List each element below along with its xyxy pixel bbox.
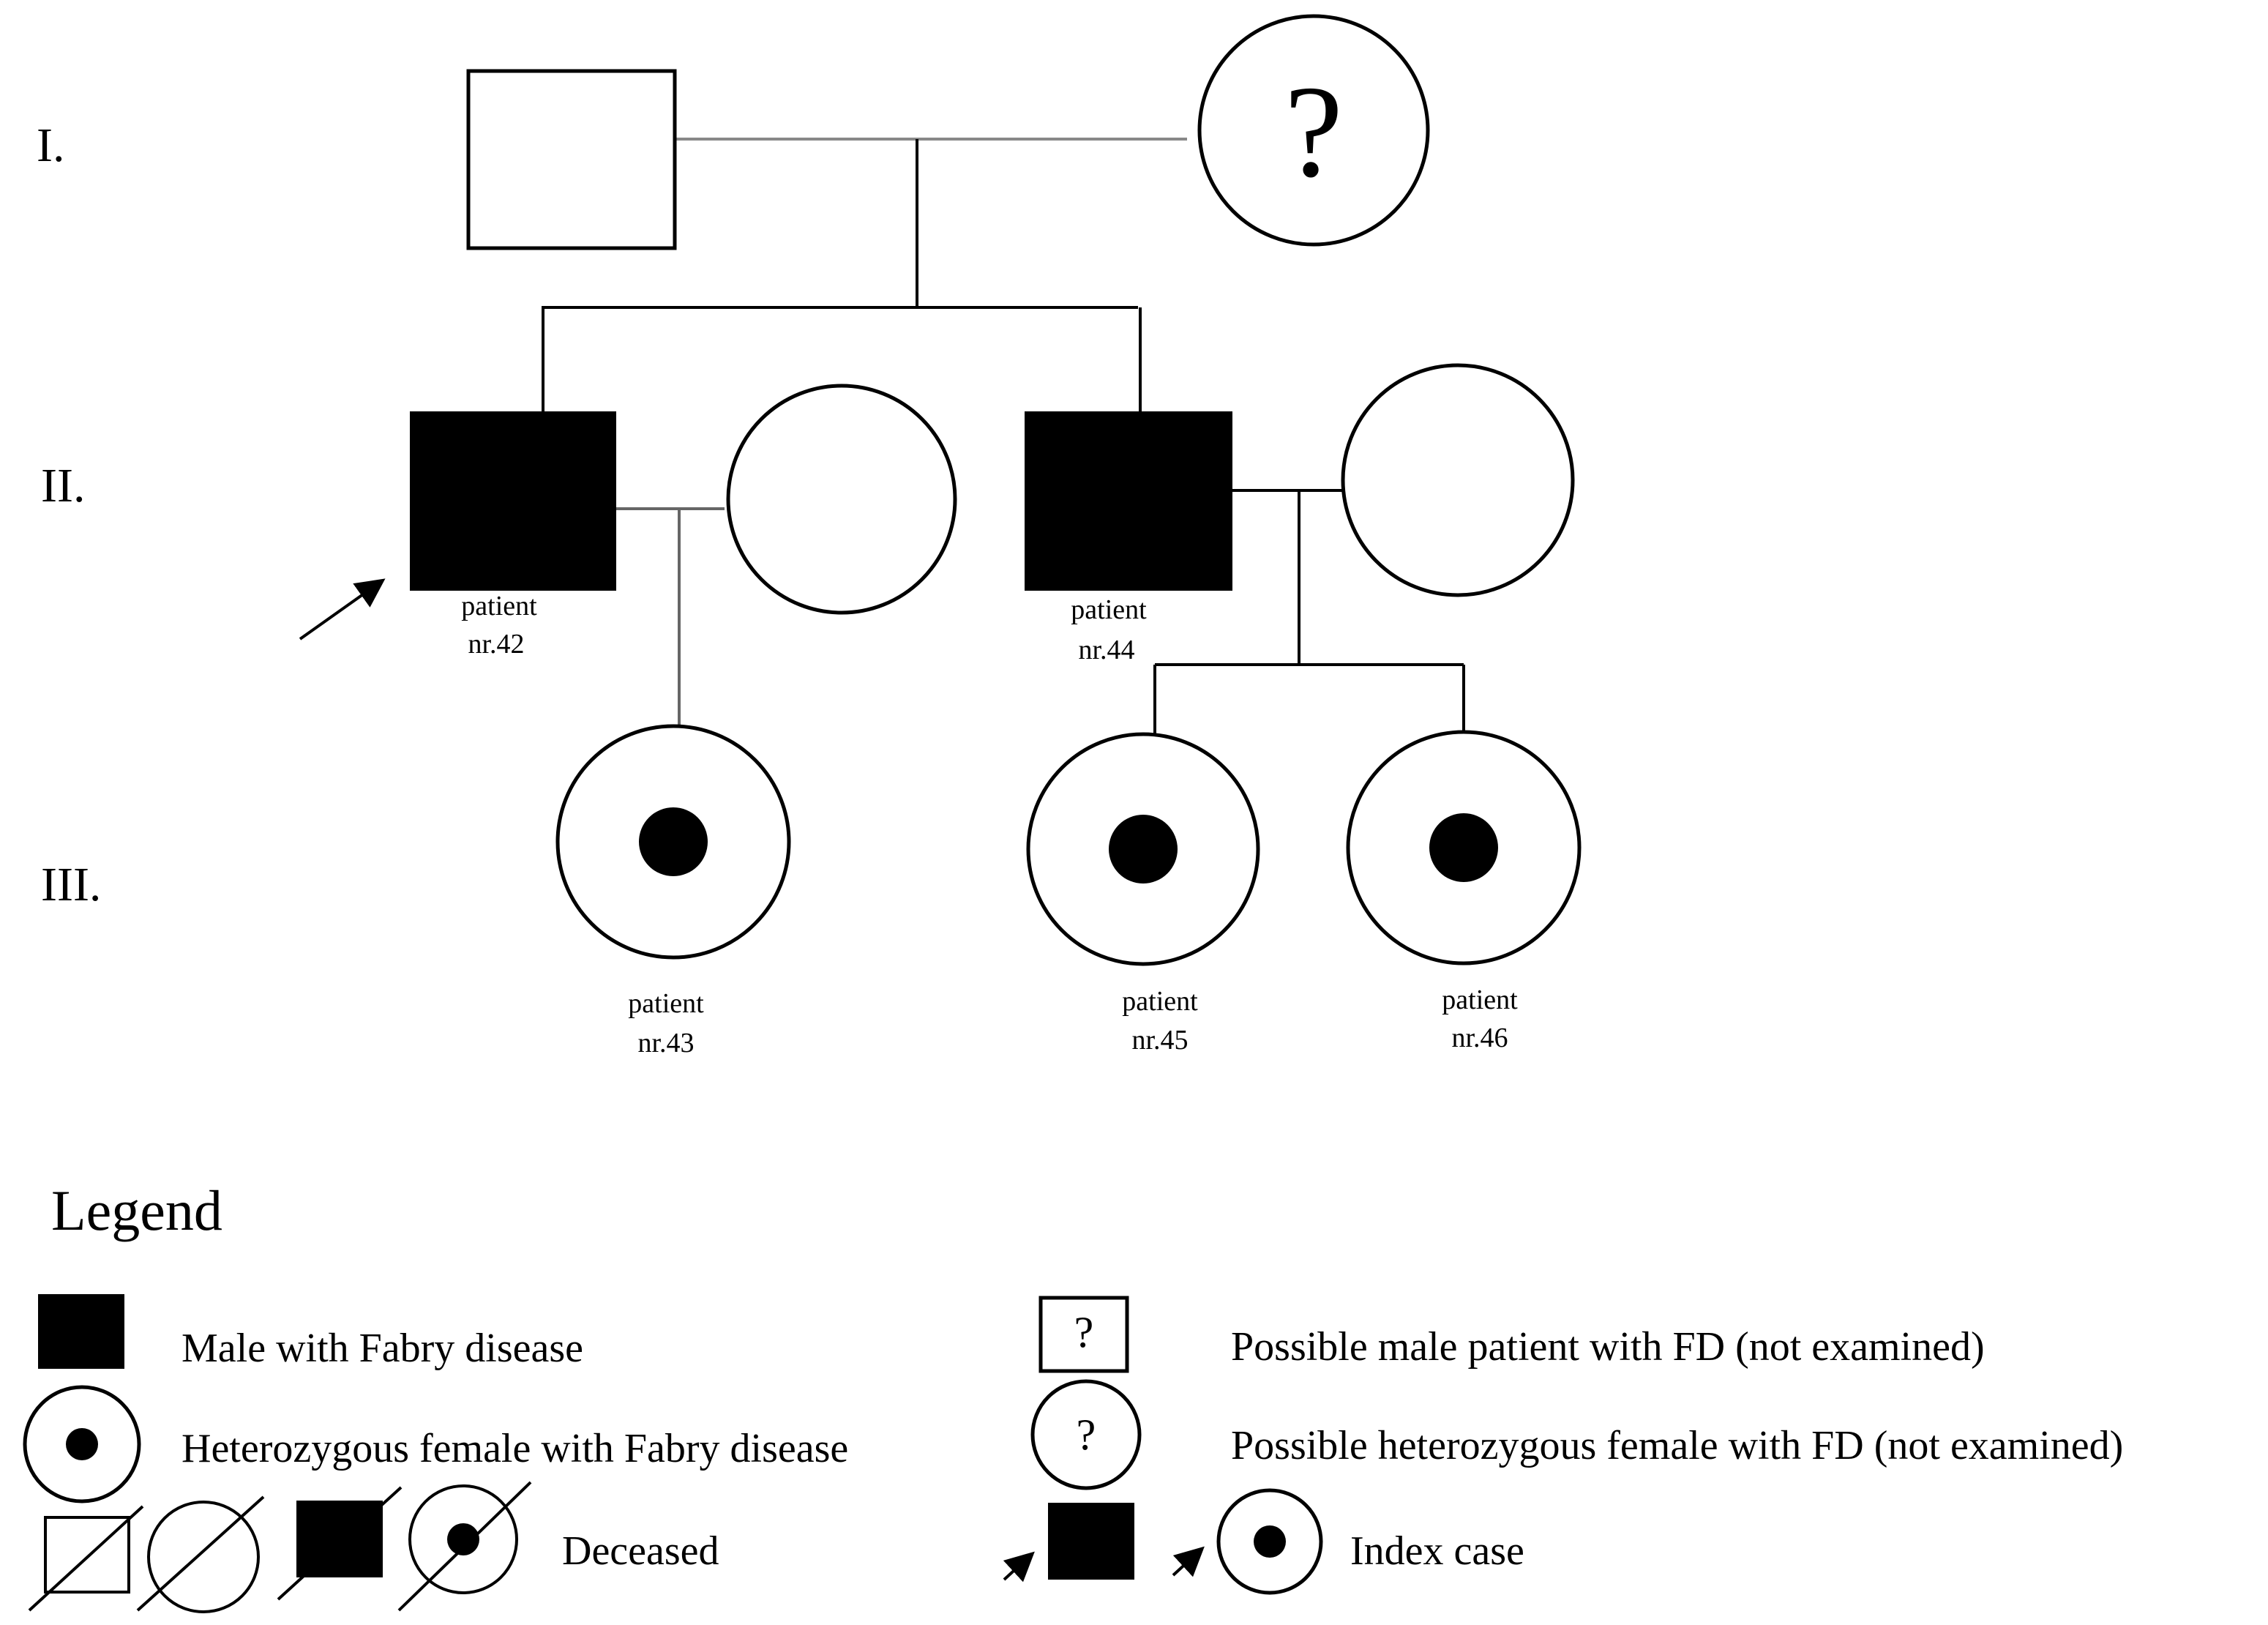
patient-42-spouse-symbol [726,384,957,615]
patient-46-label-line2: nr.46 [1451,1023,1508,1053]
index-case-arrow [299,578,386,640]
gen1-female-symbol [1197,14,1430,247]
legend-female-fd-dot [66,1428,98,1460]
legend-male-fd-symbol [38,1294,124,1369]
patient-45-label-line2: nr.45 [1131,1025,1188,1056]
legend-possible-male-label: Possible male patient with FD (not exami… [1231,1324,1985,1370]
gen1-male-symbol [466,69,677,250]
legend-index-case-symbols [1003,1488,1323,1595]
patient-42-symbol [410,411,616,591]
legend-male-fd-label: Male with Fabry disease [181,1326,583,1371]
patient-43-label-line1: patient [628,988,704,1019]
possible-carrier-mark: ? [1284,59,1343,204]
legend-index-case-label: Index case [1350,1528,1524,1574]
legend-possible-female-mark: ? [1077,1411,1096,1459]
generation-label-3: III. [41,858,101,911]
patient-43-carrier-dot [639,807,708,876]
generation-label-1: I. [37,119,64,172]
generation-label-2: II. [41,459,85,512]
patient-46-label-line1: patient [1442,985,1518,1015]
pedigree-lines [542,138,1465,739]
legend-female-fd-label: Heterozygous female with Fabry disease [181,1426,848,1471]
patient-42-label-line1: patient [461,591,537,621]
legend-possible-male-mark: ? [1074,1308,1094,1356]
patient-44-spouse-symbol [1341,363,1575,597]
patient-42-label-line2: nr.42 [468,629,524,660]
patient-45-label-line1: patient [1122,986,1198,1017]
legend-title: Legend [51,1178,222,1242]
legend-deceased-symbols [28,1481,532,1613]
patient-44-symbol [1025,411,1232,591]
legend-deceased-label: Deceased [562,1528,719,1574]
patient-44-label-line2: nr.44 [1078,635,1134,665]
legend-possible-female-symbol [1030,1379,1142,1490]
legend-possible-male-symbol [1038,1296,1129,1373]
legend: Legend Male with Fabry disease Heterozyg… [23,1178,2123,1613]
patient-43-label-line2: nr.43 [637,1028,694,1058]
patient-46-carrier-dot [1429,813,1498,882]
patient-44-label-line1: patient [1071,594,1147,625]
legend-possible-female-label: Possible heterozygous female with FD (no… [1231,1423,2123,1468]
patient-45-carrier-dot [1109,815,1178,884]
